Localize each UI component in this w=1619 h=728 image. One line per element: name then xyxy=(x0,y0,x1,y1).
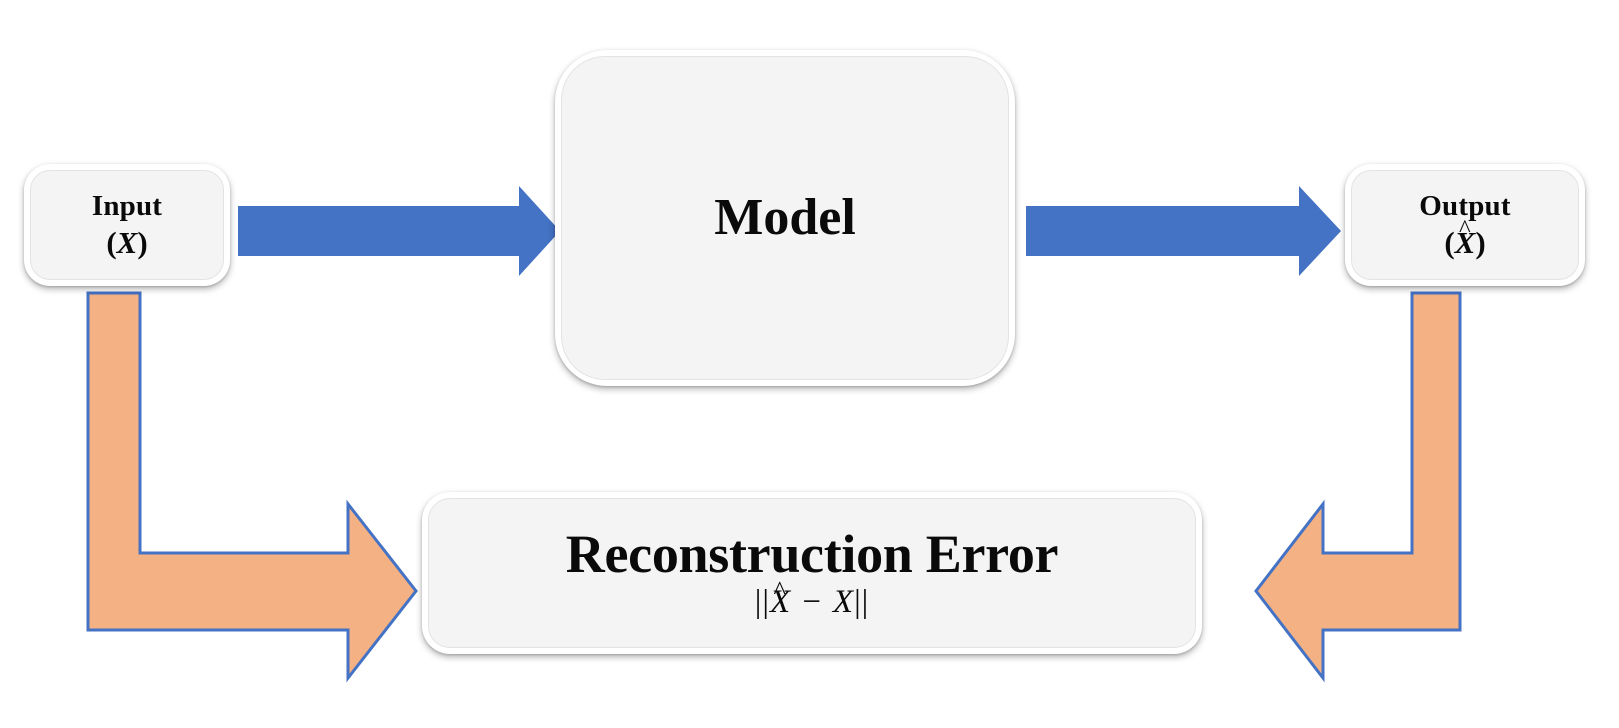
paren-close: ) xyxy=(1475,224,1486,260)
paren-open: ( xyxy=(1444,224,1455,260)
paren-open: ( xyxy=(106,224,117,260)
paren-close: ) xyxy=(137,224,148,260)
node-model[interactable]: Model xyxy=(555,50,1015,386)
arrow-output-to-reconstruction-error xyxy=(1254,291,1462,683)
arrow-input-to-reconstruction-error xyxy=(86,291,418,683)
formula-x-hat: X^ xyxy=(769,577,792,621)
node-output-body: Output (X^) xyxy=(1351,170,1579,280)
node-model-body: Model xyxy=(561,56,1009,380)
formula-lhs: X xyxy=(769,584,792,621)
reconstruction-error-title: Reconstruction Error xyxy=(565,524,1059,585)
norm-bars-close: || xyxy=(854,584,870,621)
node-input-body: Input (X) xyxy=(30,170,224,280)
arrow-model-to-output xyxy=(1026,186,1341,276)
node-input-title: Input xyxy=(91,189,163,222)
node-input-symbol: (X) xyxy=(106,226,147,259)
node-output[interactable]: Output (X^) xyxy=(1345,164,1585,286)
symbol-x: X xyxy=(116,224,138,260)
formula-rhs: X xyxy=(832,584,855,621)
node-input[interactable]: Input (X) xyxy=(24,164,230,286)
node-reconstruction-error[interactable]: Reconstruction Error ||X^ − X|| xyxy=(422,492,1202,654)
node-output-title: Output xyxy=(1419,189,1511,222)
node-reconstruction-error-body: Reconstruction Error ||X^ − X|| xyxy=(428,498,1196,648)
node-output-symbol: (X^) xyxy=(1444,218,1486,260)
norm-bars-open: || xyxy=(754,584,770,621)
symbol-x-hat: X^ xyxy=(1454,218,1476,260)
formula-operator: − xyxy=(800,584,824,621)
arrow-input-to-model xyxy=(238,186,560,276)
symbol-x: X xyxy=(1454,224,1476,260)
reconstruction-error-formula: ||X^ − X|| xyxy=(754,577,870,621)
node-model-label: Model xyxy=(714,188,856,246)
